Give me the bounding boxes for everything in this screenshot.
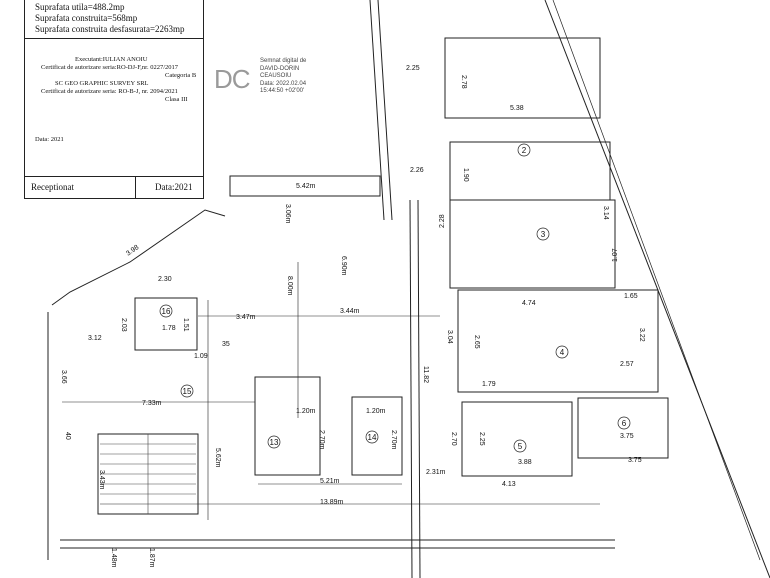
signature-text: Semnat digital de DAVID-DORIN CEAUSOIU D… bbox=[260, 58, 307, 94]
dim-label: 2.78 bbox=[460, 75, 467, 89]
dim-label: 3.43m bbox=[98, 470, 105, 490]
room-3-label: 3 bbox=[541, 230, 546, 239]
usable-area-text: Suprafata utila=488.2mp bbox=[35, 2, 125, 12]
dim-label: 1.90 bbox=[462, 168, 469, 182]
dim-label: 5.42m bbox=[296, 183, 316, 190]
room-16-label: 16 bbox=[162, 307, 171, 316]
dim-label: 2.28 bbox=[439, 214, 446, 228]
room-5-label: 5 bbox=[518, 442, 523, 451]
dim-label: 3.88 bbox=[518, 459, 532, 466]
dim-label: 3.44m bbox=[340, 308, 360, 315]
dim-label: 2.30 bbox=[158, 276, 172, 283]
class-text: Clasa III bbox=[165, 96, 188, 103]
receptionat-text: Receptionat bbox=[31, 182, 74, 192]
signature-logo: DC bbox=[214, 64, 251, 94]
dim-label: 3.75 bbox=[620, 433, 634, 440]
dim-label: 3.06m bbox=[284, 204, 291, 224]
dim-label: 2.31m bbox=[426, 469, 446, 476]
cert2-text: Certificat de autorizare seria: RO-B-J, … bbox=[41, 88, 178, 95]
date-text: Data: 2021 bbox=[35, 136, 64, 143]
dim-label: 1.78 bbox=[162, 325, 176, 332]
dim-label: 2.25 bbox=[406, 65, 420, 72]
dim-label: 40 bbox=[64, 432, 71, 440]
dim-label: 2.70m bbox=[318, 430, 325, 450]
dim-label: 1.51 bbox=[182, 318, 189, 332]
dim-label: 2.70 bbox=[450, 432, 457, 446]
room-6-label: 6 bbox=[622, 419, 627, 428]
dim-label: 3.04 bbox=[446, 330, 453, 344]
staircase bbox=[100, 434, 196, 514]
dim-label: 1.48m bbox=[110, 548, 117, 568]
dim-label: 13.89m bbox=[320, 499, 344, 506]
dim-label: 5.21m bbox=[320, 478, 340, 485]
dim-label: 3.22 bbox=[638, 328, 645, 342]
title-block: Suprafata utila=488.2mp Suprafata constr… bbox=[24, 0, 204, 199]
dim-label: 5.38 bbox=[510, 105, 524, 112]
dim-label: 6.90m bbox=[340, 256, 347, 276]
date2-text: Data:2021 bbox=[155, 182, 193, 192]
dim-label: 35 bbox=[222, 341, 230, 348]
dim-label: 2.26 bbox=[410, 167, 424, 174]
room-2-label: 2 bbox=[522, 146, 527, 155]
dim-label: 7.33m bbox=[142, 400, 162, 407]
dim-label: 4.13 bbox=[502, 481, 516, 488]
dim-label: 1.87m bbox=[148, 548, 155, 568]
room-13-label: 13 bbox=[270, 438, 279, 447]
dim-label: 1.79 bbox=[482, 381, 496, 388]
room-4-label: 4 bbox=[560, 348, 565, 357]
dim-label: 1.09 bbox=[194, 353, 208, 360]
dim-label: 8.00m bbox=[286, 276, 293, 296]
dim-label: 3.47m bbox=[236, 314, 256, 321]
dim-label: 3.66 bbox=[60, 370, 67, 384]
room-15-label: 15 bbox=[183, 387, 192, 396]
developed-area-text: Suprafata construita desfasurata=2263mp bbox=[35, 24, 185, 34]
built-area-text: Suprafata construita=568mp bbox=[35, 13, 138, 23]
category-text: Categoria B bbox=[165, 72, 197, 79]
dim-label: 4.74 bbox=[522, 300, 536, 307]
dim-label: 3.12 bbox=[88, 335, 102, 342]
company-text: SC GEO GRAPHIC SURVEY SRL bbox=[55, 80, 149, 87]
dim-label: 3.98 bbox=[125, 244, 140, 258]
executant-text: Executant:IULIAN ANOIU bbox=[75, 56, 148, 63]
dim-label: 1.20m bbox=[366, 408, 386, 415]
dim-label: 1.20m bbox=[296, 408, 316, 415]
dim-label: 1.07 bbox=[612, 248, 619, 262]
dim-label: 2.65 bbox=[473, 335, 480, 349]
dim-label: 3.14 bbox=[602, 206, 609, 220]
dim-label: 2.70m bbox=[390, 430, 397, 450]
cert1-text: Certificat de autorizare seria:RO-DJ-F,n… bbox=[41, 64, 179, 71]
dim-label: 11.82 bbox=[422, 366, 429, 383]
dim-label: 2.03 bbox=[120, 318, 127, 332]
dim-label: 2.57 bbox=[620, 361, 634, 368]
room-14-label: 14 bbox=[368, 433, 377, 442]
dim-label: 3.75 bbox=[628, 457, 642, 464]
dim-label: 1.65 bbox=[624, 293, 638, 300]
dim-label: 5.62m bbox=[214, 448, 221, 468]
dim-label: 2.25 bbox=[478, 432, 485, 446]
